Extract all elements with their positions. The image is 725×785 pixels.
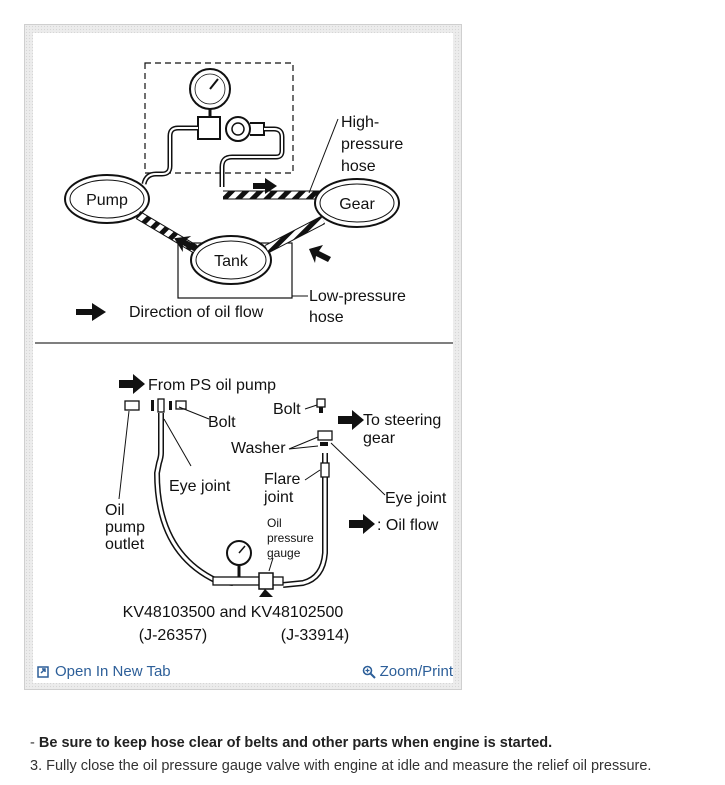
oil-flow-arrow-icon [349,514,375,534]
bullet-prefix: - [30,735,35,751]
power-steering-diagram: Pump Gear Tank High- pressure hose Low [33,33,453,683]
pump-label: Pump [86,192,128,209]
instructions: - Be sure to keep hose clear of belts an… [30,735,720,781]
flow-arrow-icon [253,178,277,194]
eye-joint-right-label: Eye joint [385,490,447,507]
low-pressure-label-1: Low-pressure [309,288,406,305]
low-pressure-label-2: hose [309,309,344,326]
magnifier-icon [362,665,376,679]
oil-flow-label: : Oil flow [377,517,439,534]
bullet-note: - Be sure to keep hose clear of belts an… [30,735,720,751]
gauge-dashed-box [144,62,294,174]
bolt-left-label: Bolt [208,414,236,431]
outlet-label-1: Oil [105,502,125,519]
open-in-new-tab-label: Open In New Tab [55,663,171,680]
to-steering-label-2: gear [363,430,396,447]
bolt-top-label: Bolt [273,401,301,418]
gauge-label-3: gauge [267,546,301,560]
tool-ref-2-label: (J-33914) [281,627,349,644]
tank-label: Tank [214,253,249,270]
tool-ref-1-label: (J-26357) [139,627,207,644]
flow-arrow-icon [174,236,198,252]
direction-arrow-icon [76,303,106,321]
valve-knob [225,116,251,142]
gauge-label-1: Oil [267,516,282,530]
flow-arrow-icon [309,245,331,263]
to-steering-label-1: To steering [363,412,441,429]
zoom-print-link[interactable]: Zoom/Print [362,663,453,680]
high-pressure-label-2: pressure [341,136,403,153]
valve-block [197,116,221,140]
external-tab-icon [37,665,50,678]
diagram-svg: Pump Gear Tank High- pressure hose Low [35,62,453,644]
bullet-text: Be sure to keep hose clear of belts and … [38,735,553,751]
zoom-print-label: Zoom/Print [379,663,453,680]
high-pressure-label-3: hose [341,158,376,175]
step-note: 3. Fully close the oil pressure gauge va… [30,758,652,774]
from-pump-arrow-icon [119,374,145,394]
flare-joint-label-1: Flare [264,471,301,488]
gear-label: Gear [339,196,375,213]
gauge-label-2: pressure [267,531,314,545]
tool-numbers-label: KV48103500 and KV48102500 [123,604,344,621]
direction-legend-label: Direction of oil flow [129,304,264,321]
washer-label: Washer [231,440,286,457]
to-steering-arrow-icon [338,410,364,430]
high-pressure-label-1: High- [341,114,379,131]
from-pump-label: From PS oil pump [148,377,276,394]
outlet-label-2: pump [105,519,145,536]
diagram-frame: Pump Gear Tank High- pressure hose Low [24,24,462,690]
eye-joint-left-label: Eye joint [169,478,231,495]
outlet-label-3: outlet [105,536,145,553]
flare-joint-label-2: joint [263,489,294,506]
image-toolbar: Open In New Tab Zoom/Print [25,657,461,687]
open-in-new-tab-link[interactable]: Open In New Tab [37,663,171,680]
